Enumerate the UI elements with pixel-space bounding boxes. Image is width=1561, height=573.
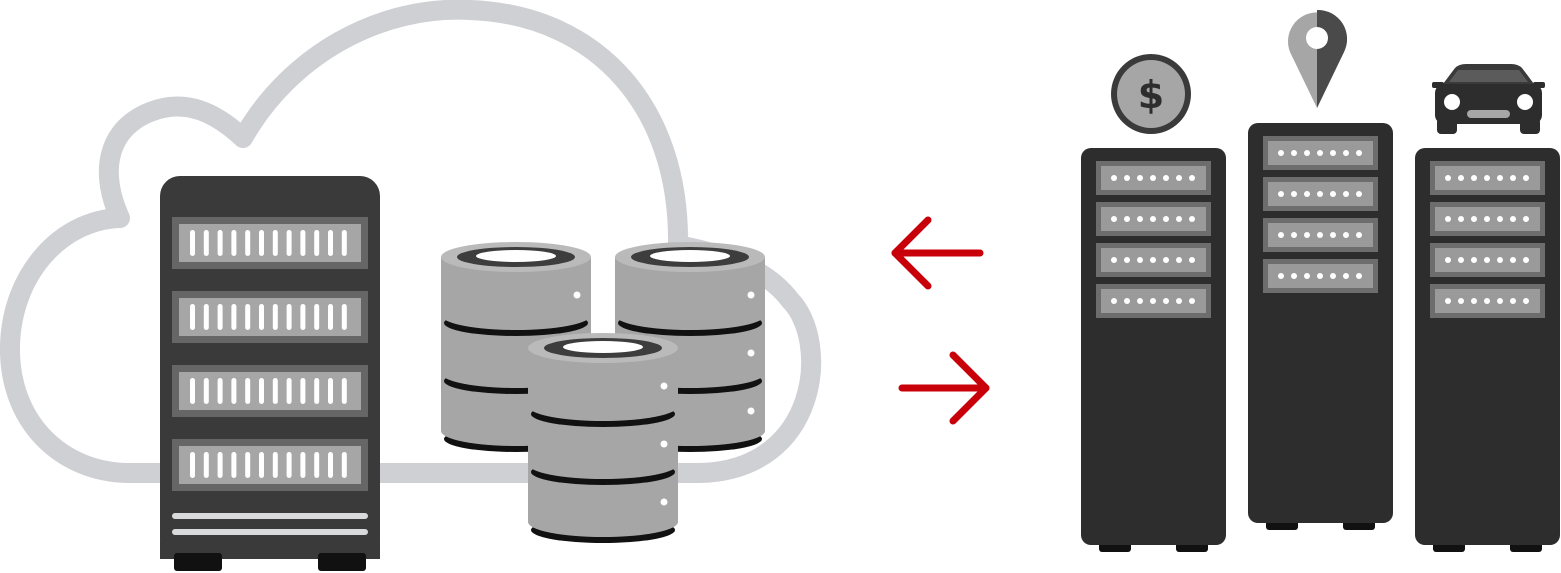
- server-tower-icon: [1248, 123, 1393, 530]
- tower-bay: [1096, 243, 1211, 277]
- arrow-right-icon: [898, 351, 990, 425]
- tower-bay: [1096, 284, 1211, 318]
- tower-bay: [1263, 259, 1378, 293]
- tower-bay: [1096, 161, 1211, 195]
- rack-bay: [172, 291, 368, 343]
- tower-bay: [1430, 284, 1545, 318]
- car-icon: [1432, 64, 1545, 134]
- tower-bay: [1430, 243, 1545, 277]
- cloud-icon: [0, 0, 822, 483]
- tower-bay: [1263, 177, 1378, 211]
- svg-text:$: $: [1138, 73, 1164, 117]
- server-towers: [1081, 123, 1560, 552]
- arrow-left-icon: [891, 216, 984, 290]
- database-icon: [528, 333, 678, 543]
- database-stacks: [441, 242, 765, 543]
- dollar-coin-icon: $: [1111, 54, 1191, 134]
- map-pin-icon: [1288, 9, 1348, 109]
- rack-bay: [172, 365, 368, 417]
- server-rack-icon: [160, 176, 380, 571]
- rack-bays: [172, 217, 368, 491]
- tower-bay: [1430, 202, 1545, 236]
- rack-bay: [172, 439, 368, 491]
- server-tower-icon: [1081, 148, 1226, 552]
- tower-bay: [1096, 202, 1211, 236]
- server-tower-icon: [1415, 148, 1560, 552]
- rack-bay: [172, 217, 368, 269]
- tower-bay: [1430, 161, 1545, 195]
- tower-bay: [1263, 136, 1378, 170]
- tower-bay: [1263, 218, 1378, 252]
